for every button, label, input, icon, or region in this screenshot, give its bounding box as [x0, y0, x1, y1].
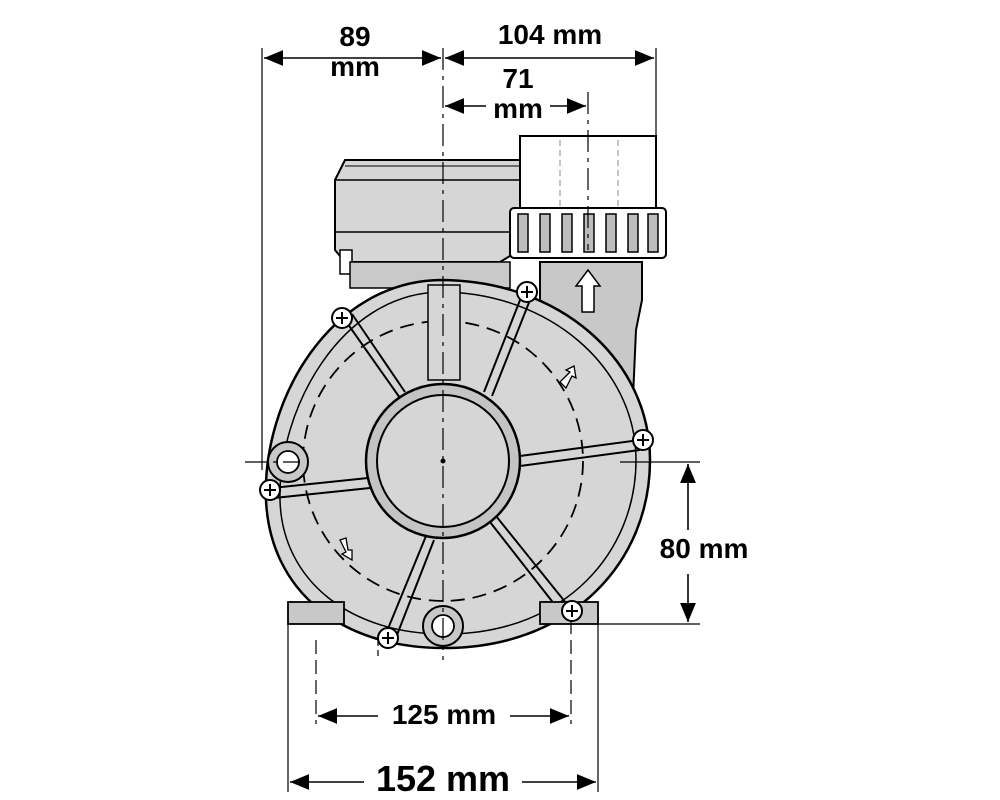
screw-icon	[377, 627, 399, 649]
flow-up-arrow-icon	[574, 268, 602, 313]
dimension-value-71: 71	[502, 63, 534, 94]
pump-volute	[264, 278, 652, 650]
rotation-arrow-bottom-icon	[339, 537, 353, 562]
dimension-label-125: 125 mm	[378, 699, 510, 731]
screw-icon	[259, 479, 281, 501]
screw-icon	[632, 429, 654, 451]
screw-icon	[561, 600, 583, 622]
dimension-label-152: 152 mm	[364, 759, 522, 799]
screw-icon	[516, 281, 538, 303]
dimension-label-89: 89 mm	[316, 21, 394, 83]
union-nut-ribs	[517, 213, 659, 253]
reference-lines	[245, 48, 700, 792]
dimension-value-89: 89	[339, 21, 371, 52]
dimension-label-80: 80 mm	[659, 533, 749, 564]
dimension-label-104: 104 mm	[497, 19, 603, 50]
dimension-label-71: 71 mm	[486, 63, 550, 125]
screw-icon	[331, 307, 353, 329]
motor-housing	[334, 159, 521, 289]
rotation-arrow-top-icon	[559, 365, 577, 390]
dimension-unit-71: mm	[493, 93, 543, 125]
volute-ribs	[271, 294, 641, 641]
dimension-unit-89: mm	[330, 51, 380, 83]
